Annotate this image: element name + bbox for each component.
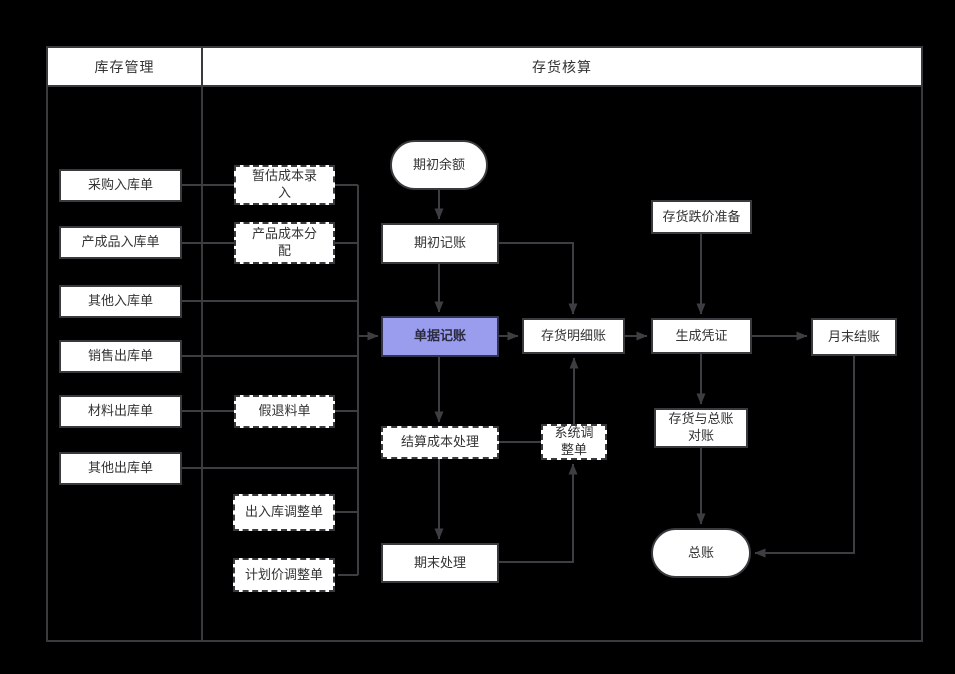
node-sales-outbound[interactable]: 销售出库单 xyxy=(59,340,182,373)
node-inventory-gl-reconciliation[interactable]: 存货与总账 对账 xyxy=(654,408,748,448)
node-pseudo-return-order[interactable]: 假退料单 xyxy=(234,395,335,428)
node-generate-voucher[interactable]: 生成凭证 xyxy=(651,318,752,354)
node-estimated-cost-entry[interactable]: 暂估成本录 入 xyxy=(234,165,335,205)
node-general-ledger[interactable]: 总账 xyxy=(651,528,751,578)
node-purchase-inbound[interactable]: 采购入库单 xyxy=(59,169,182,202)
node-opening-posting[interactable]: 期初记账 xyxy=(381,223,499,264)
node-opening-balance[interactable]: 期初余额 xyxy=(390,140,488,190)
node-planned-price-adjustment[interactable]: 计划价调整单 xyxy=(233,558,335,592)
swimlane-header-row: 库存管理 存货核算 xyxy=(46,46,923,87)
node-material-outbound[interactable]: 材料出库单 xyxy=(59,395,182,428)
node-voucher-posting[interactable]: 单据记账 xyxy=(381,316,499,357)
node-in-out-adjustment[interactable]: 出入库调整单 xyxy=(233,494,335,531)
node-system-adjustment-order[interactable]: 系统调 整单 xyxy=(541,424,607,460)
lane-header-inventory-accounting: 存货核算 xyxy=(532,58,592,75)
node-inventory-impairment-provision[interactable]: 存货跌价准备 xyxy=(651,200,752,234)
node-inventory-subledger[interactable]: 存货明细账 xyxy=(522,318,625,354)
node-other-inbound[interactable]: 其他入库单 xyxy=(59,285,182,318)
node-month-end-closing[interactable]: 月末结账 xyxy=(811,318,897,356)
node-period-end-processing[interactable]: 期末处理 xyxy=(381,543,499,583)
node-settlement-cost-processing[interactable]: 结算成本处理 xyxy=(381,426,499,459)
node-other-outbound[interactable]: 其他出库单 xyxy=(59,452,182,485)
node-finished-goods-inbound[interactable]: 产成品入库单 xyxy=(59,226,182,259)
lane-header-inventory-management: 库存管理 xyxy=(48,48,203,85)
node-product-cost-allocation[interactable]: 产品成本分 配 xyxy=(234,222,335,264)
lane-divider xyxy=(201,87,203,642)
